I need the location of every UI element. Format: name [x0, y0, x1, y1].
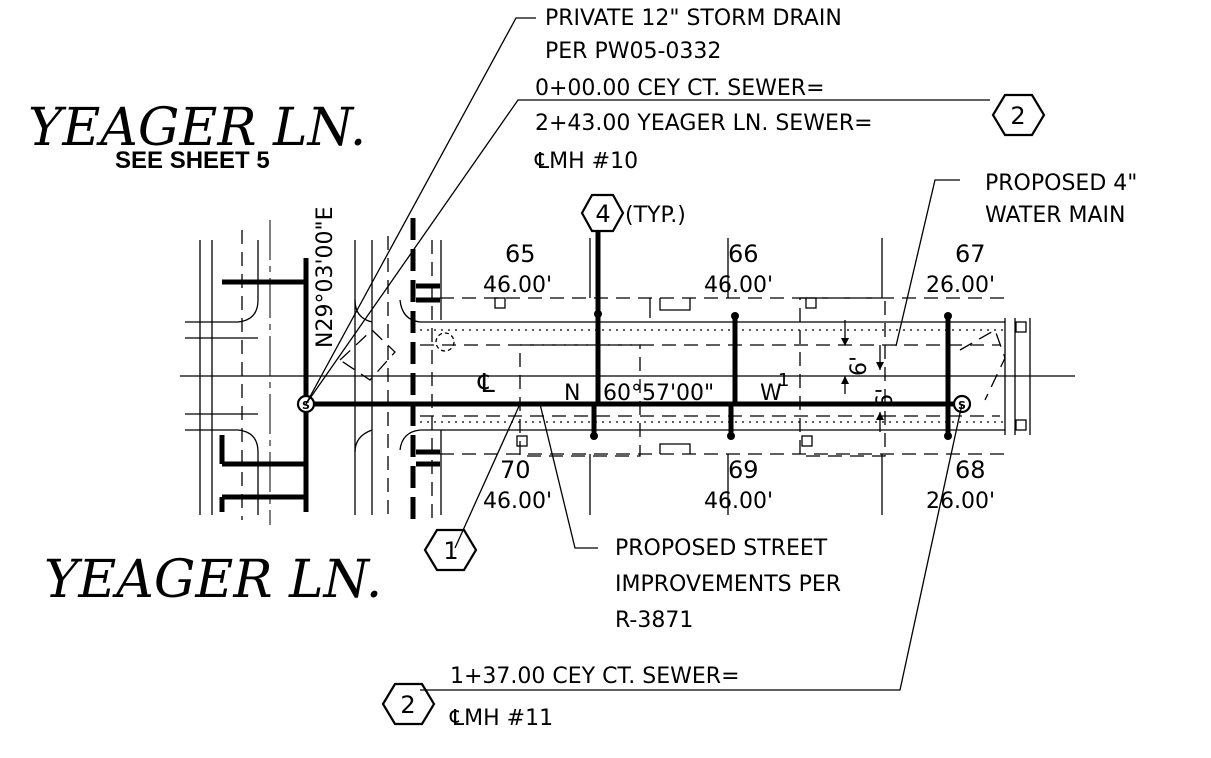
callout-line: WATER MAIN — [985, 203, 1126, 228]
marker-1: 1 — [423, 528, 478, 572]
manhole-label: S — [302, 399, 310, 412]
cey-bearing-w: W — [760, 381, 782, 406]
lot-number: 66 — [728, 240, 759, 268]
marker-4: 4 — [595, 200, 610, 228]
callout-line: ℄MH #11 — [449, 706, 553, 731]
callout-line: PER PW05-0332 — [545, 39, 721, 64]
cey-bearing-n: N — [564, 381, 580, 406]
lot-frontage: 26.00' — [926, 489, 995, 514]
water-main-callout: PROPOSED 4" WATER MAIN — [985, 171, 1137, 228]
street-name-top: YEAGER LN. — [28, 98, 366, 158]
lot-frontage: 46.00' — [483, 273, 552, 298]
lot-66: 66 46.00' — [704, 240, 773, 298]
storm-drain-callout: PRIVATE 12" STORM DRAIN PER PW05-0332 — [545, 6, 842, 64]
callout-line: R-3871 — [615, 608, 693, 633]
marker-1-label: 1 — [443, 537, 458, 565]
callout-line: 1+37.00 CEY CT. SEWER= — [450, 664, 740, 689]
lot-frontage: 46.00' — [704, 273, 773, 298]
cey-bearing-angle: 60°57'00" — [603, 381, 714, 406]
offset-dimension: 6' — [847, 356, 872, 376]
see-sheet-note: SEE SHEET 5 — [115, 147, 270, 174]
dimension-tick: 1 — [778, 370, 789, 391]
typ-note: (TYP.) — [625, 203, 686, 228]
lot-68: 68 26.00' — [926, 456, 995, 514]
callout-line: 2+43.00 YEAGER LN. SEWER= — [535, 111, 873, 136]
lot-65: 65 46.00' — [483, 240, 552, 298]
sewer-bottom-callout: 2 1+37.00 CEY CT. SEWER= ℄MH #11 — [381, 664, 740, 731]
lot-number: 70 — [500, 456, 531, 484]
offset-dimension: 6' — [873, 388, 898, 408]
lot-69: 69 46.00' — [704, 456, 773, 514]
lot-number: 65 — [505, 240, 536, 268]
lot-frontage: 46.00' — [483, 489, 552, 514]
leader-lines — [305, 17, 990, 691]
cey-court-linework — [180, 238, 1075, 515]
lot-67: 67 26.00' — [926, 240, 995, 298]
lot-number: 69 — [728, 456, 759, 484]
sewer-top-callout: 0+00.00 CEY CT. SEWER= 2+43.00 YEAGER LN… — [534, 76, 1046, 174]
lot-frontage: 26.00' — [926, 273, 995, 298]
callout-line: PRIVATE 12" STORM DRAIN — [545, 6, 842, 31]
lot-number: 68 — [955, 456, 986, 484]
centerline-symbol: ℄ — [477, 369, 495, 399]
street-improvements-callout: PROPOSED STREET IMPROVEMENTS PER R-3871 — [615, 536, 841, 633]
street-name-bottom: YEAGER LN. — [44, 550, 382, 610]
marker-2-bottom: 2 — [400, 691, 415, 719]
lot-frontage: 46.00' — [704, 489, 773, 514]
lot-70: 70 46.00' — [483, 456, 552, 514]
marker-2-top: 2 — [1010, 102, 1025, 130]
yeager-lane-linework — [185, 218, 442, 525]
yeager-bearing: N29°03'00"E — [313, 206, 338, 348]
lot-number: 67 — [955, 240, 986, 268]
callout-line: IMPROVEMENTS PER — [615, 572, 841, 597]
callout-line: 0+00.00 CEY CT. SEWER= — [535, 76, 825, 101]
marker-4-typ: 4 (TYP.) — [580, 193, 686, 312]
callout-line: PROPOSED STREET — [615, 536, 828, 561]
callout-line: ℄MH #10 — [534, 149, 638, 174]
callout-line: PROPOSED 4" — [985, 171, 1137, 196]
